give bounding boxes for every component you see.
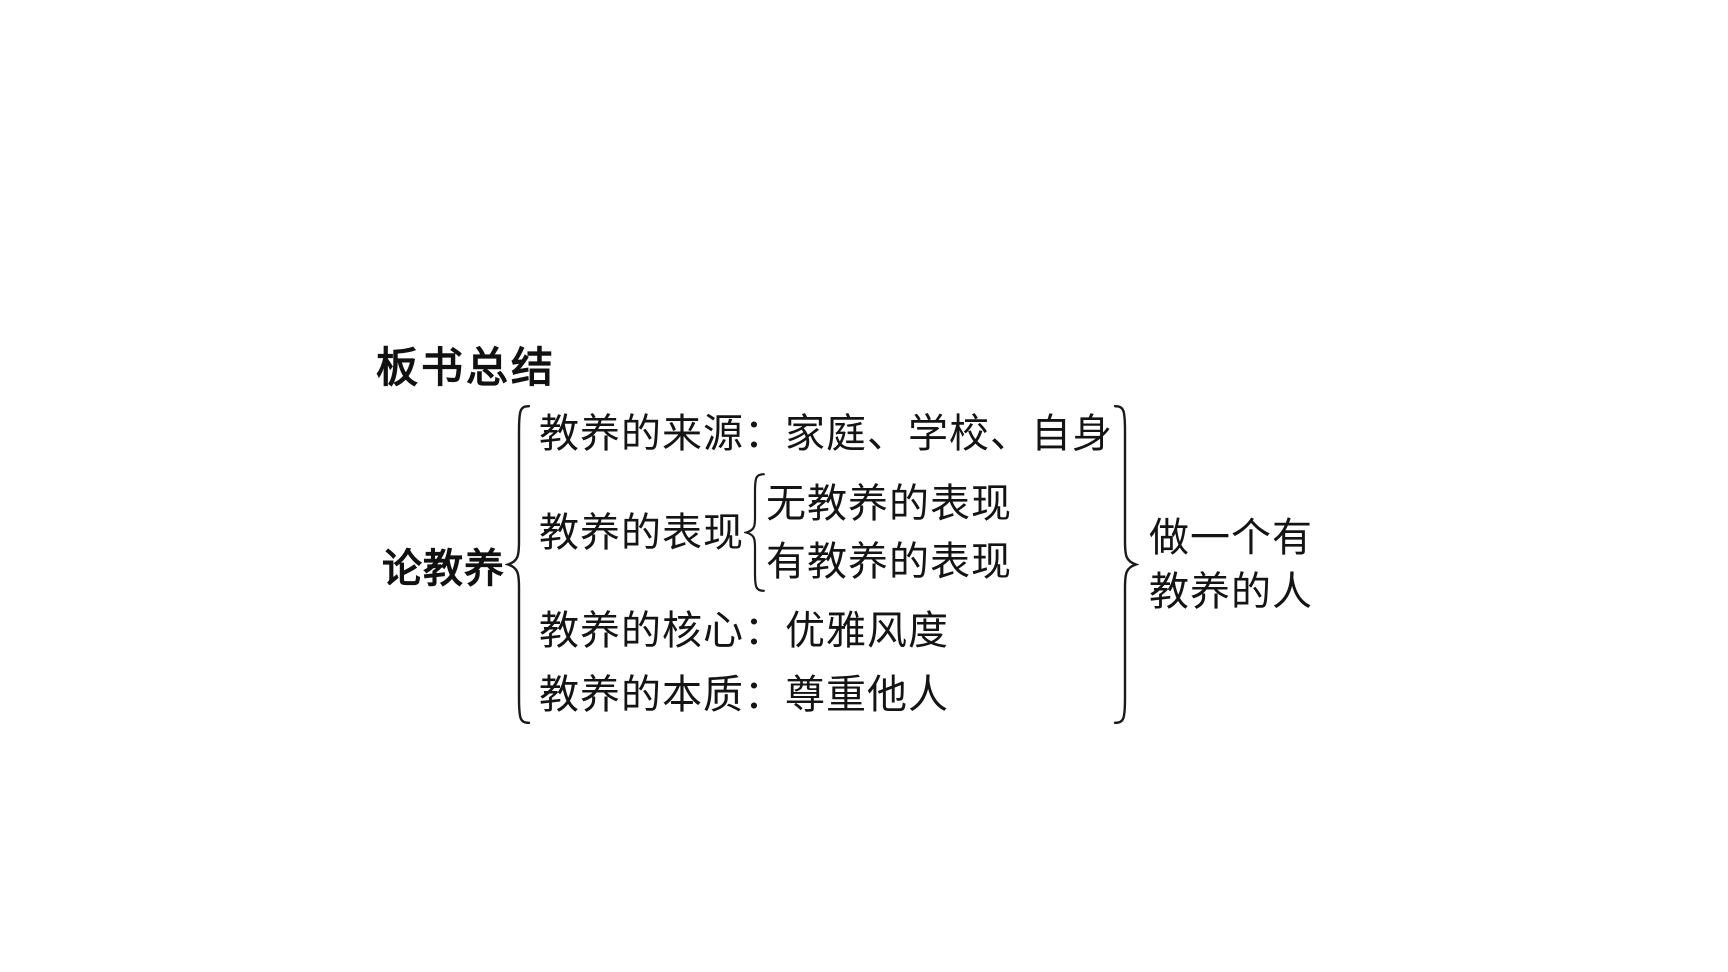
branch-core: 教养的核心：优雅风度 xyxy=(539,608,949,653)
bracket-diagram: 论教养 教养的来源：家庭、学校、自身 教养的表现 无教养的表现 有教养的表现 教… xyxy=(382,404,1313,725)
nested-branch-list: 无教养的表现 有教养的表现 xyxy=(766,472,1012,593)
nested-branch-with-upbringing: 有教养的表现 xyxy=(766,538,1012,584)
branch-sources: 教养的来源：家庭、学校、自身 xyxy=(539,411,1113,456)
branch-essence: 教养的本质：尊重他人 xyxy=(539,672,949,717)
page-title: 板书总结 xyxy=(376,344,557,391)
branch-manifestations-label: 教养的表现 xyxy=(539,509,744,555)
conclusion-line-1: 做一个有 xyxy=(1149,514,1313,560)
branch-manifestations: 教养的表现 无教养的表现 有教养的表现 xyxy=(531,472,1113,593)
left-brace-icon xyxy=(505,404,531,725)
conclusion-line-2: 教养的人 xyxy=(1149,568,1313,614)
nested-branch-without-upbringing: 无教养的表现 xyxy=(766,480,1012,526)
right-brace-icon xyxy=(1113,404,1139,725)
branch-list: 教养的来源：家庭、学校、自身 教养的表现 无教养的表现 有教养的表现 教养的核心… xyxy=(531,404,1113,725)
root-topic: 论教养 xyxy=(382,546,505,591)
conclusion: 做一个有 教养的人 xyxy=(1149,511,1313,619)
nested-left-brace-icon xyxy=(744,472,766,593)
